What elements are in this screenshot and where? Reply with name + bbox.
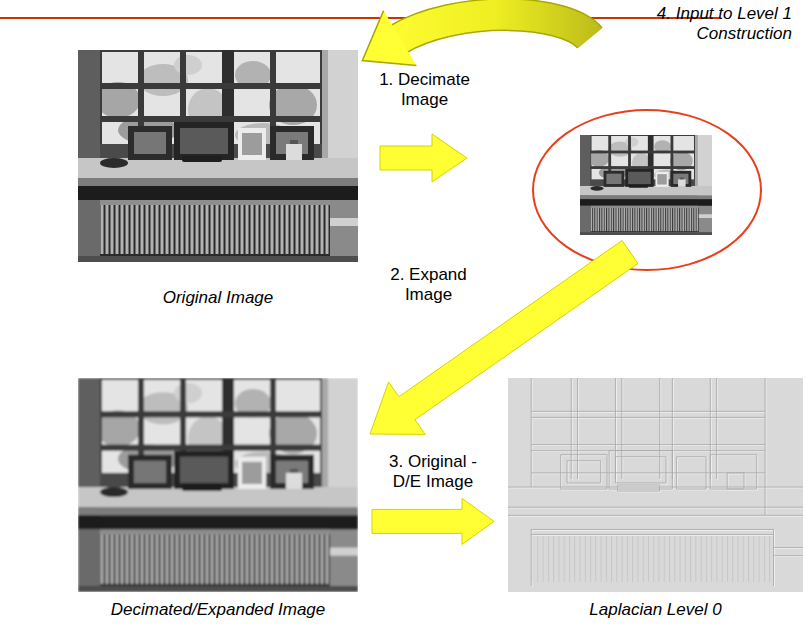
- block-arrow: [372, 498, 494, 544]
- expand-arrow: [370, 241, 638, 435]
- decimated-photo: [580, 135, 712, 235]
- photo-area: [78, 378, 358, 592]
- step-label: 2. Expand Image: [376, 265, 481, 306]
- image-caption: Decimated/Expanded Image: [78, 600, 358, 620]
- highlight-ellipse: [533, 110, 761, 270]
- image-node: Laplacian Level 0: [508, 378, 803, 620]
- decimate-arrow: [380, 134, 467, 182]
- title-rule: [0, 17, 720, 19]
- image-node: Decimated/Expanded Image: [78, 378, 358, 620]
- photo-area: [78, 50, 358, 262]
- step-label: 3. Original - D/E Image: [381, 452, 486, 493]
- step-label: 4. Input to Level 1 Construction: [632, 4, 792, 45]
- feedback-arrow: [362, 11, 590, 66]
- step-label: 1. Decimate Image: [372, 70, 477, 111]
- original-photo: [78, 50, 358, 262]
- expanded-photo: [78, 378, 358, 592]
- laplacian-photo: [508, 378, 804, 592]
- image-node: Original Image: [78, 50, 358, 308]
- image-caption: Laplacian Level 0: [508, 600, 803, 620]
- photo-area: [508, 378, 803, 592]
- image-caption: Original Image: [78, 288, 358, 308]
